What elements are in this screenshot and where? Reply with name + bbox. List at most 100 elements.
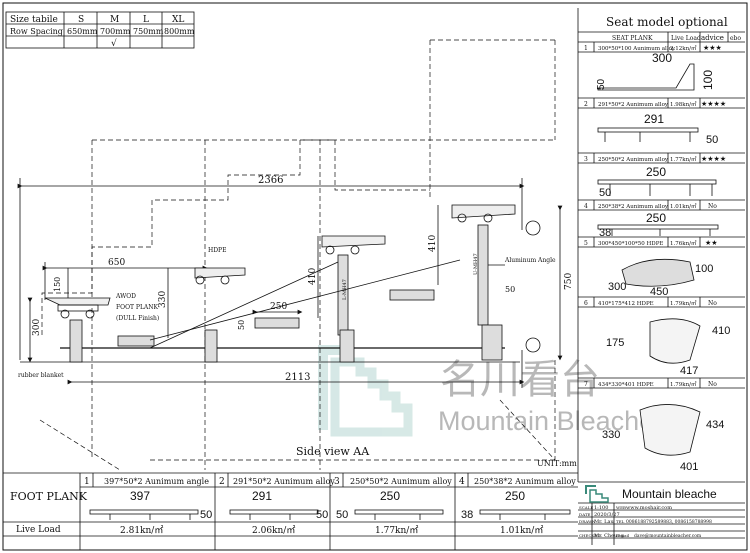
drawing-title: Side view AA [296,445,370,458]
seat-model-title: Seat model optional [606,15,728,29]
seat-row-stars: ★★★ [703,44,722,52]
live-load-label: Live Load [16,525,61,535]
seat1-dim-w: 300 [652,51,672,65]
watermark-cn: 名川看台 [440,357,600,403]
dim-rise2: 410 [308,268,318,285]
label-foot-plank-1: AWOD [115,293,136,300]
dim-angle-w: 50 [505,285,515,294]
label-aluminum-angle: Aluminum Angle [504,257,556,264]
dim-base: 2113 [285,372,310,383]
foot-plank-no: 2 [219,477,225,487]
seat-row-name: 410*175*412 HDPE [598,301,654,307]
seat1-dim-h: 50 [596,78,607,90]
label-foot-plank-2: FOOT PLANK [116,304,159,311]
title-block [578,502,745,545]
spacing-m: 700mm [100,27,131,36]
email-label: E-mail [616,533,630,538]
foot-plank-h: 50 [200,509,212,521]
seat-row-load: 1.77kn/㎡ [670,155,697,163]
foot-plank-name: 250*50*2 Aunimum alloy [350,477,452,486]
dim-rise: 330 [158,291,168,308]
seat6-dim-w: 410 [712,325,730,337]
dim-plank-w: 250 [270,302,287,312]
seat-row-no: 5 [584,240,588,247]
foot-plank-no: 3 [334,477,340,487]
drawn-label: DRAWN [579,519,596,524]
dim-right-h: 750 [564,273,574,290]
seat-row-no: 4 [584,203,588,210]
size-table [5,11,195,49]
dim-foot-h: 150 [53,277,62,292]
foot-plank-load: 2.81kn/㎡ [120,525,163,536]
web-label: WEB [616,505,626,510]
seat-row-name: 300*50*100 Aunimum alloy [598,46,676,52]
size-checkmark: √ [111,38,117,49]
seat-row-no: 2 [584,101,588,108]
dim-rise3: 410 [428,235,438,252]
seat5-dim-w: 450 [650,286,668,298]
foot-plank-no: 4 [459,477,465,487]
tel-value: 0086188792589883, 0086158788998 [626,519,712,525]
foot-plank-table [3,472,578,550]
seat2-dim-w: 291 [644,112,664,126]
foot-plank-load: 1.01kn/㎡ [500,525,543,536]
seat-row-load: 1.98kn/㎡ [670,100,697,108]
spacing-xl: 800mm [164,27,195,36]
side-view-drawing [17,39,563,471]
seat-model-table [577,8,745,483]
seat7-dim-w: 434 [706,419,724,431]
seat3-dim-w: 250 [646,165,666,179]
seat-row-name: 250*50*2 Aunimum alloy [598,157,669,163]
company-logo-icon [585,485,609,503]
seat-row-stars: ★★★★ [701,155,726,163]
dim-plank-h: 50 [237,320,246,330]
seat-header-load: Live Load [671,35,701,42]
row-spacing-label: Row Spacing [10,27,63,36]
seat6-dim-h: 175 [606,337,624,349]
label-vert1: L-MH47 [342,279,348,300]
foot-plank-name: 291*50*2 Aunimum alloy [233,477,335,486]
dim-row: 650 [108,258,125,268]
seat-row-name: 434*330*401 HDPE [598,382,654,388]
unit-label: UNIT:mm [537,459,577,468]
seat-row-load: 1.79kn/㎡ [670,299,697,307]
seat-row-no: 6 [584,300,588,307]
foot-plank-load: 1.77kn/㎡ [375,525,418,536]
foot-plank-w: 250 [505,489,525,503]
date-label: DATE [579,512,591,517]
foot-plank-w: 250 [380,489,400,503]
watermark-logo-icon [318,345,413,437]
seat-row-no: 3 [584,156,588,163]
company-name: Mountain bleache [622,487,717,501]
label-hdpe: HDPE [208,247,226,254]
seat7-dim-h: 330 [602,429,620,441]
seat-row-load: 1.76kn/㎡ [670,239,697,247]
seat2-dim-h: 50 [706,134,718,146]
label-vert2: U-MH47 [473,253,479,275]
foot-plank-load: 2.06kn/㎡ [252,525,295,536]
foot-plank-name: 250*38*2 Aunimum alloy [474,477,576,486]
seat1-dim-d: 100 [701,70,715,90]
seat-header-advice: advice [701,34,724,42]
foot-plank-title: FOOT PLANK [10,490,88,503]
size-table-title: Size tabile [10,15,58,25]
email-value: dave@mountainbleacher.com [634,532,702,539]
seat-row-load: 2.12kn/㎡ [670,44,697,52]
seat-row-load: 1.79kn/㎡ [670,380,697,388]
foot-plank-h: 38 [461,509,473,521]
size-xl: XL [172,15,184,25]
drawn-value: Mr. Lau [594,519,614,525]
seat-row-name: 250*38*2 Aunimum alloy [598,204,669,210]
seat5-dim-h: 100 [695,263,713,275]
seat4-dim-w: 250 [646,211,666,225]
scale-value: 1:100 [594,505,608,511]
size-l: L [143,15,149,25]
date-value: 2020/3/27 [594,512,620,518]
seat6-dim-d: 417 [680,365,698,377]
foot-plank-h: 50 [336,509,348,521]
seat-row-no: 7 [584,381,588,388]
seat-row-stars: ★★★★ [701,100,726,108]
seat5-dim-d: 300 [608,281,626,293]
seat3-dim-h: 50 [599,187,611,199]
